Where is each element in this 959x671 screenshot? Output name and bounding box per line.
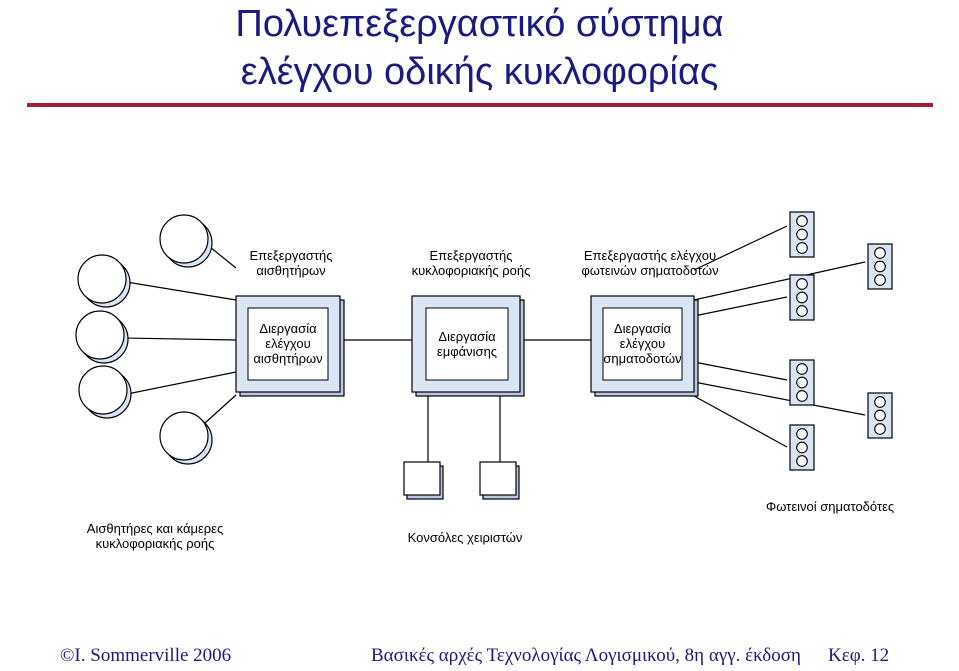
light-link-5 bbox=[693, 381, 866, 416]
sensor-circle-icon bbox=[159, 411, 209, 461]
light-link-2 bbox=[693, 261, 866, 301]
processor-light-box bbox=[590, 295, 699, 397]
console-icon bbox=[403, 461, 444, 500]
consoles-group-label: Κονσόλες χειριστών bbox=[407, 530, 523, 545]
light-link-3 bbox=[693, 296, 788, 317]
processor-sensor-label: Επεξεργαστής αισθητήρων bbox=[249, 248, 333, 278]
title-line-1: Πολυεπεξεργαστικό σύστημα bbox=[235, 3, 724, 45]
processor-flow-label: Επεξεργαστής κυκλοφοριακής ροής bbox=[411, 248, 531, 278]
traffic-lights bbox=[789, 211, 893, 471]
connection-lines bbox=[123, 225, 866, 462]
footer-chapter: Κεφ. 12 bbox=[828, 645, 890, 666]
lights-group-label: Φωτεινοί σηματοδότες bbox=[765, 499, 895, 514]
sensor-circle-icon bbox=[159, 214, 209, 264]
light-link-1 bbox=[693, 225, 788, 271]
traffic-light-icon bbox=[789, 424, 815, 471]
sensor-link-5 bbox=[204, 394, 237, 424]
console-icon bbox=[479, 461, 520, 500]
sensor-circle-icon bbox=[75, 310, 125, 360]
sensor-circle-icon bbox=[78, 365, 128, 415]
traffic-light-icon bbox=[867, 243, 893, 290]
sensor-link-3 bbox=[123, 337, 237, 341]
light-link-4 bbox=[693, 361, 788, 381]
traffic-light-icon bbox=[789, 359, 815, 406]
title-rule bbox=[27, 103, 933, 107]
light-link-6 bbox=[693, 395, 788, 448]
sensor-link-1 bbox=[209, 246, 237, 269]
process-display-label: Διεργασία εμφάνισης bbox=[436, 329, 498, 359]
footer-book-title: Βασικές αρχές Τεχνολογίας Λογισμικού, 8η… bbox=[371, 645, 801, 666]
process-sensor-label: Διεργασία ελέγχου αισθητήρων bbox=[253, 321, 323, 366]
processor-light-label: Επεξεργαστής ελέγχου φωτεινών σηματοδοτώ… bbox=[581, 248, 719, 278]
sensor-link-2 bbox=[125, 281, 237, 301]
footer-copyright: ©I. Sommerville 2006 bbox=[60, 645, 232, 666]
sensor-circles bbox=[75, 214, 213, 465]
traffic-light-icon bbox=[789, 274, 815, 321]
title-line-2: ελέγχου οδικής κυκλοφορίας bbox=[240, 51, 719, 93]
traffic-light-icon bbox=[789, 211, 815, 258]
process-light-label: Διεργασία ελέγχου σηματοδοτών bbox=[603, 321, 682, 366]
processor-flow-box bbox=[411, 295, 525, 397]
processor-sensor-box bbox=[235, 295, 345, 397]
sensors-group-label: Αισθητήρες και κάμερες κυκλοφοριακής ροή… bbox=[86, 521, 224, 551]
sensor-link-4 bbox=[126, 371, 237, 395]
sensor-circle-icon bbox=[77, 254, 127, 304]
traffic-light-icon bbox=[867, 392, 893, 439]
